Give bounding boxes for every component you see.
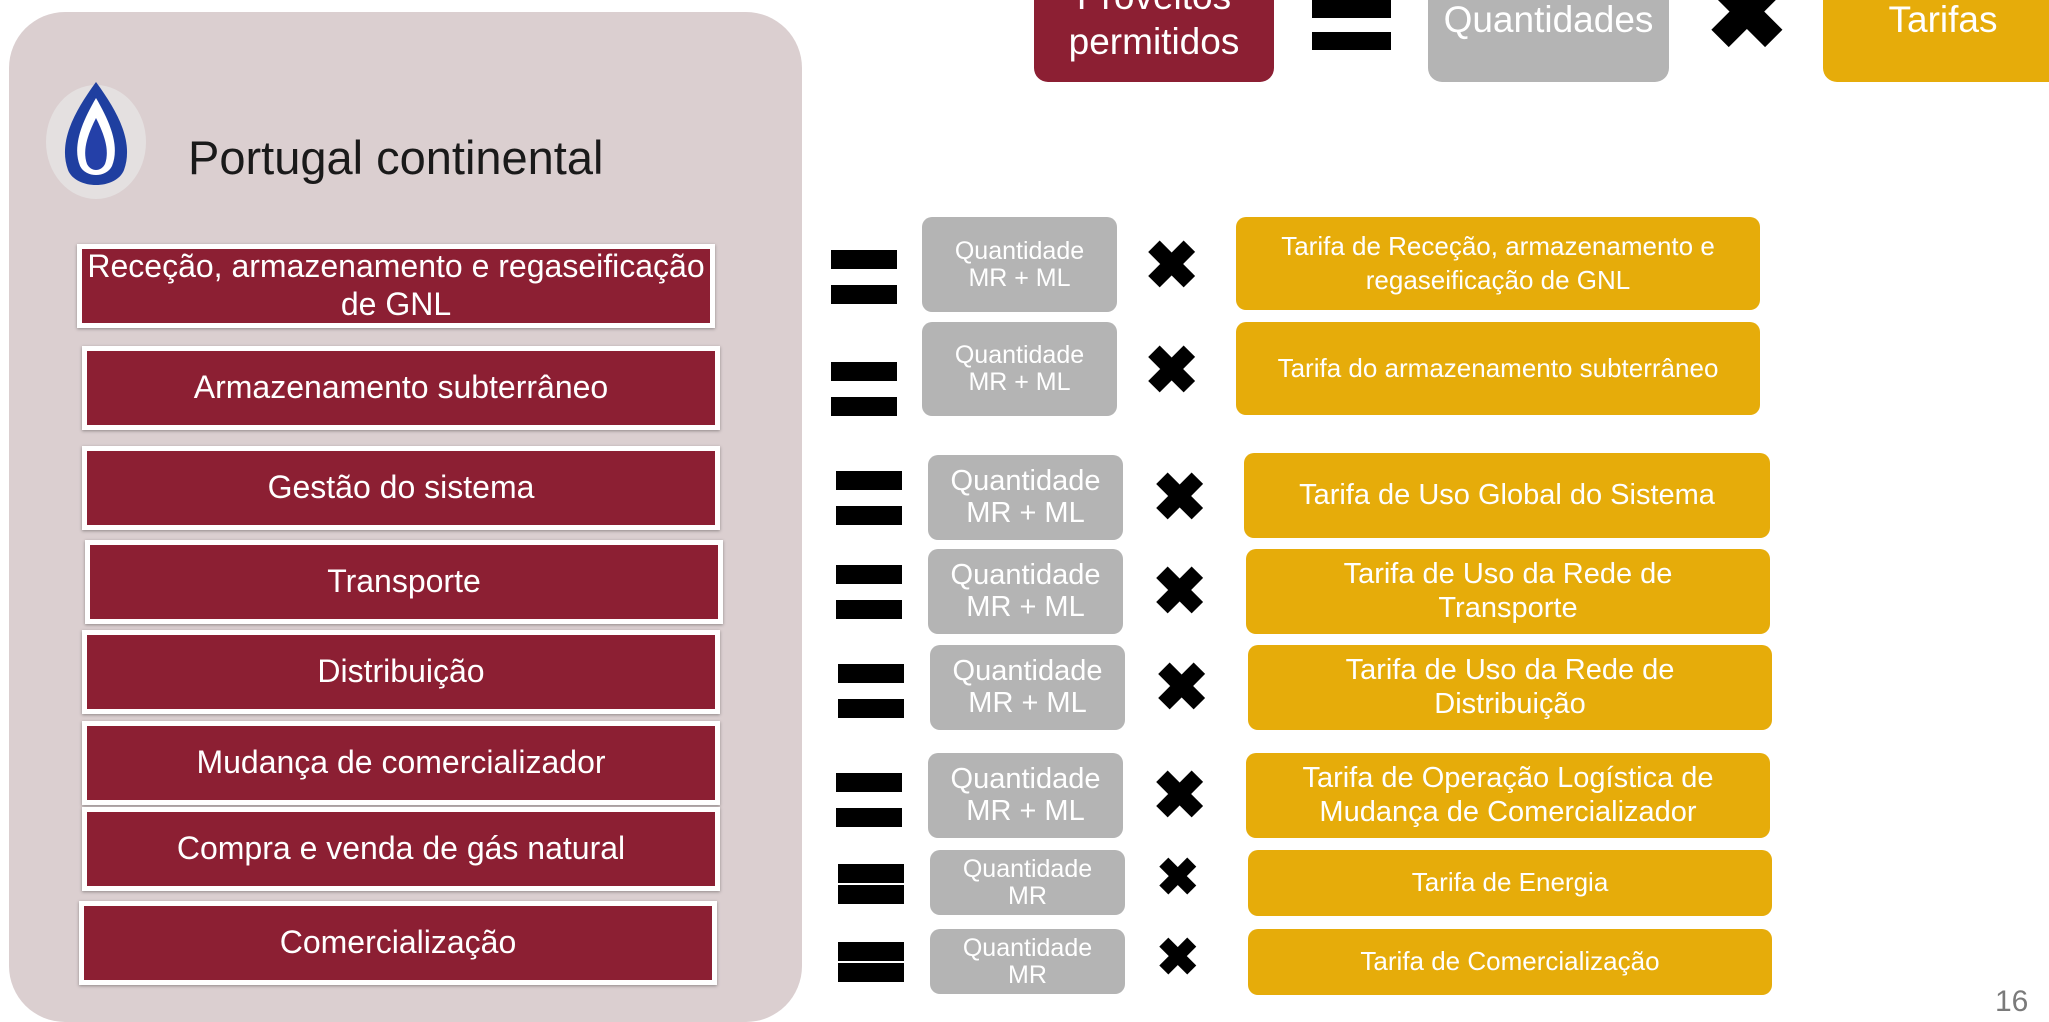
quantity-label: Quantidade MR: [962, 854, 1093, 910]
header-tarifas-box: Tarifas: [1823, 0, 2049, 82]
activity-box-gestao: Gestão do sistema: [82, 446, 720, 530]
tariff-box: Tarifa de Comercialização: [1248, 929, 1772, 995]
equals-icon: [836, 471, 902, 525]
tariff-box: Tarifa de Uso Global do Sistema: [1244, 453, 1770, 538]
quantity-label: Quantidade MR + ML: [950, 465, 1101, 529]
tariff-box: Tarifa de Operação Logística de Mudança …: [1246, 753, 1770, 838]
quantity-label: Quantidade MR: [962, 933, 1093, 989]
times-icon: ✖: [1152, 554, 1208, 628]
header-tarifas-label: Tarifas: [1888, 0, 1998, 40]
activity-box-distribuicao: Distribuição: [82, 630, 720, 714]
quantity-box: Quantidade MR: [930, 929, 1125, 994]
quantity-box: Quantidade MR + ML: [922, 322, 1117, 416]
quantity-box: Quantidade MR + ML: [928, 753, 1123, 838]
activity-label: Mudança de comercializador: [196, 744, 606, 781]
tariff-box: Tarifa de Uso da Rede de Transporte: [1246, 549, 1770, 634]
activity-label: Comercialização: [279, 924, 517, 961]
times-icon: ✖: [1152, 460, 1208, 534]
tariff-box: Tarifa de Receção, armazenamento e regas…: [1236, 217, 1760, 310]
equals-icon: [838, 864, 904, 904]
header-quantidades-box: Quantidades: [1428, 0, 1669, 82]
quantity-box: Quantidade MR: [930, 850, 1125, 915]
activity-box-compra-venda: Compra e venda de gás natural: [82, 807, 720, 891]
equals-icon: [836, 773, 902, 827]
times-icon: ✖: [1156, 849, 1200, 907]
quantity-label: Quantidade MR + ML: [954, 236, 1085, 292]
tariff-label: Tarifa de Uso da Rede de Transporte: [1343, 558, 1673, 624]
header-proveitos-label: Proveitos permitidos: [1068, 0, 1240, 62]
quantity-box: Quantidade MR + ML: [928, 549, 1123, 634]
quantity-label: Quantidade MR + ML: [950, 559, 1101, 623]
times-icon: ✖: [1156, 929, 1200, 987]
activity-label: Gestão do sistema: [267, 469, 535, 506]
activity-label: Distribuição: [317, 653, 485, 690]
header-proveitos-box: Proveitos permitidos: [1034, 0, 1274, 82]
flame-logo-icon: [46, 82, 146, 199]
quantity-box: Quantidade MR + ML: [922, 217, 1117, 312]
equals-icon: [838, 942, 904, 982]
tariff-label: Tarifa de Energia: [1411, 867, 1609, 898]
equals-icon: [831, 362, 897, 416]
region-title: Portugal continental: [188, 131, 604, 184]
header-equals-icon: [1312, 0, 1391, 50]
header-times-icon: ✖: [1705, 0, 1789, 70]
equals-icon: [838, 664, 904, 718]
tariff-label: Tarifa de Receção, armazenamento e regas…: [1281, 230, 1715, 295]
activity-box-comercializacao: Comercialização: [79, 901, 717, 985]
header-quantidades-label: Quantidades: [1443, 0, 1654, 40]
quantity-label: Quantidade MR + ML: [950, 763, 1101, 827]
quantity-box: Quantidade MR + ML: [930, 645, 1125, 730]
activity-box-gnl: Receção, armazenamento e regaseificação …: [77, 244, 715, 328]
tariff-label: Tarifa de Uso Global do Sistema: [1299, 478, 1715, 511]
activity-box-transporte: Transporte: [85, 540, 723, 624]
tariff-box: Tarifa de Uso da Rede de Distribuição: [1248, 645, 1772, 730]
tariff-box: Tarifa do armazenamento subterrâneo: [1236, 322, 1760, 415]
equals-icon: [831, 250, 897, 304]
times-icon: ✖: [1152, 758, 1208, 832]
page-number: 16: [1995, 985, 2029, 1018]
quantity-label: Quantidade MR + ML: [952, 655, 1103, 719]
quantity-box: Quantidade MR + ML: [928, 455, 1123, 540]
quantity-label: Quantidade MR + ML: [954, 341, 1085, 396]
activity-label: Compra e venda de gás natural: [176, 830, 626, 867]
times-icon: ✖: [1154, 650, 1210, 724]
activity-label: Transporte: [327, 563, 481, 600]
tariff-label: Tarifa de Uso da Rede de Distribuição: [1345, 654, 1675, 720]
activity-box-armazenamento: Armazenamento subterrâneo: [82, 346, 720, 430]
activity-label: Receção, armazenamento e regaseificação …: [87, 248, 705, 322]
activity-box-mudanca: Mudança de comercializador: [82, 721, 720, 805]
tariff-label: Tarifa do armazenamento subterrâneo: [1277, 352, 1719, 383]
tariff-box: Tarifa de Energia: [1248, 850, 1772, 916]
times-icon: ✖: [1144, 333, 1200, 407]
equals-icon: [836, 565, 902, 619]
times-icon: ✖: [1144, 228, 1200, 302]
tariff-label: Tarifa de Operação Logística de Mudança …: [1302, 762, 1714, 828]
tariff-label: Tarifa de Comercialização: [1360, 946, 1660, 977]
activity-label: Armazenamento subterrâneo: [193, 369, 609, 406]
